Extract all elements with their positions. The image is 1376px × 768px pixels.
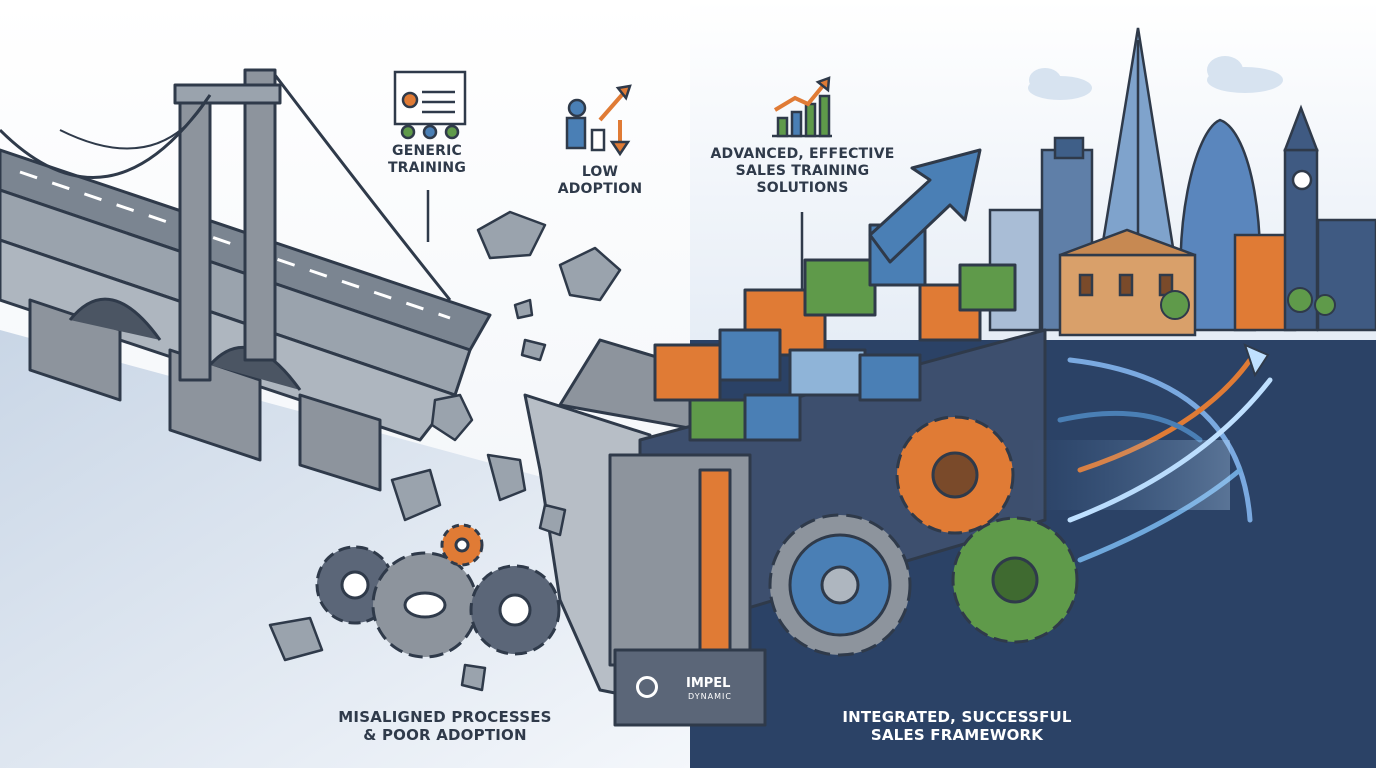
debris <box>268 210 622 692</box>
presentation-icon <box>393 70 467 140</box>
logo-line1: IMPEL <box>686 676 731 691</box>
trees <box>1160 287 1336 320</box>
growth-chart-icon <box>772 76 832 138</box>
right-pier <box>523 328 1047 727</box>
label-integrated-framework: Integrated, Successful Sales Framework <box>842 708 1072 745</box>
broken-bridge <box>0 68 492 492</box>
label-generic-training: Generic Training <box>387 143 467 177</box>
logo-mark-icon <box>636 676 658 698</box>
logo-line2: DYNAMIC <box>688 692 732 701</box>
colored-blocks <box>653 223 1017 442</box>
growth-arrow-icon <box>868 148 982 264</box>
low-adoption-icon <box>565 84 632 157</box>
label-advanced-solutions: Advanced, Effective Sales Training Solut… <box>710 146 895 197</box>
clouds <box>1028 56 1283 100</box>
broken-gears-icon <box>315 523 561 659</box>
working-gears-icon <box>768 415 1079 657</box>
label-low-adoption: Low Adoption <box>557 164 643 198</box>
label-misaligned-processes: Misaligned Processes & Poor Adoption <box>338 708 552 745</box>
impel-dynamic-logo: IMPEL DYNAMIC <box>630 670 760 710</box>
